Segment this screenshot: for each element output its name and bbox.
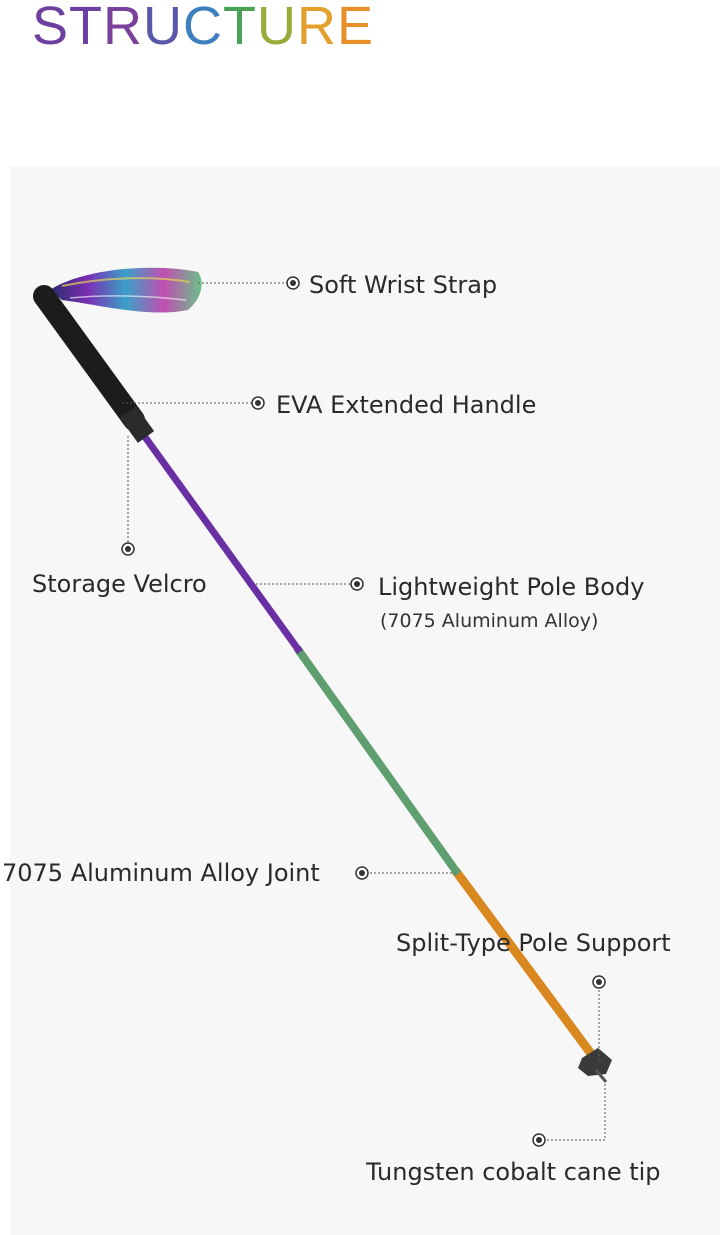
handle-collar	[119, 406, 155, 443]
title-letter: U	[257, 0, 298, 56]
label-wrist-strap: Soft Wrist Strap	[309, 271, 498, 299]
cane-tip	[578, 1048, 612, 1083]
leader-cane-tip	[539, 1080, 606, 1141]
pole-upper-section	[137, 427, 303, 655]
pole-lower-section	[451, 867, 596, 1058]
title-letter: T	[223, 0, 258, 56]
leader-dots	[121, 276, 606, 1147]
page-title: STRUCTURE	[32, 0, 374, 56]
title-letter: E	[337, 0, 375, 56]
label-pole-body: Lightweight Pole Body	[378, 573, 645, 601]
eva-handle	[33, 285, 145, 431]
label-pole-support: Split-Type Pole Support	[396, 929, 671, 957]
label-eva-handle: EVA Extended Handle	[276, 391, 537, 419]
wrist-strap	[50, 267, 202, 313]
title-letter: S	[32, 0, 70, 56]
title-letter: U	[143, 0, 184, 56]
pole-middle-section	[293, 645, 462, 877]
label-cane-tip: Tungsten cobalt cane tip	[366, 1158, 661, 1186]
title-letter: R	[103, 0, 144, 56]
title-letter: C	[183, 0, 224, 56]
label-storage-velcro: Storage Velcro	[32, 570, 207, 598]
label-alloy-joint: 7075 Aluminum Alloy Joint	[2, 859, 320, 887]
title-letter: R	[297, 0, 338, 56]
title-letter: T	[69, 0, 104, 56]
label-pole-body-material: (7075 Aluminum Alloy)	[380, 610, 599, 632]
